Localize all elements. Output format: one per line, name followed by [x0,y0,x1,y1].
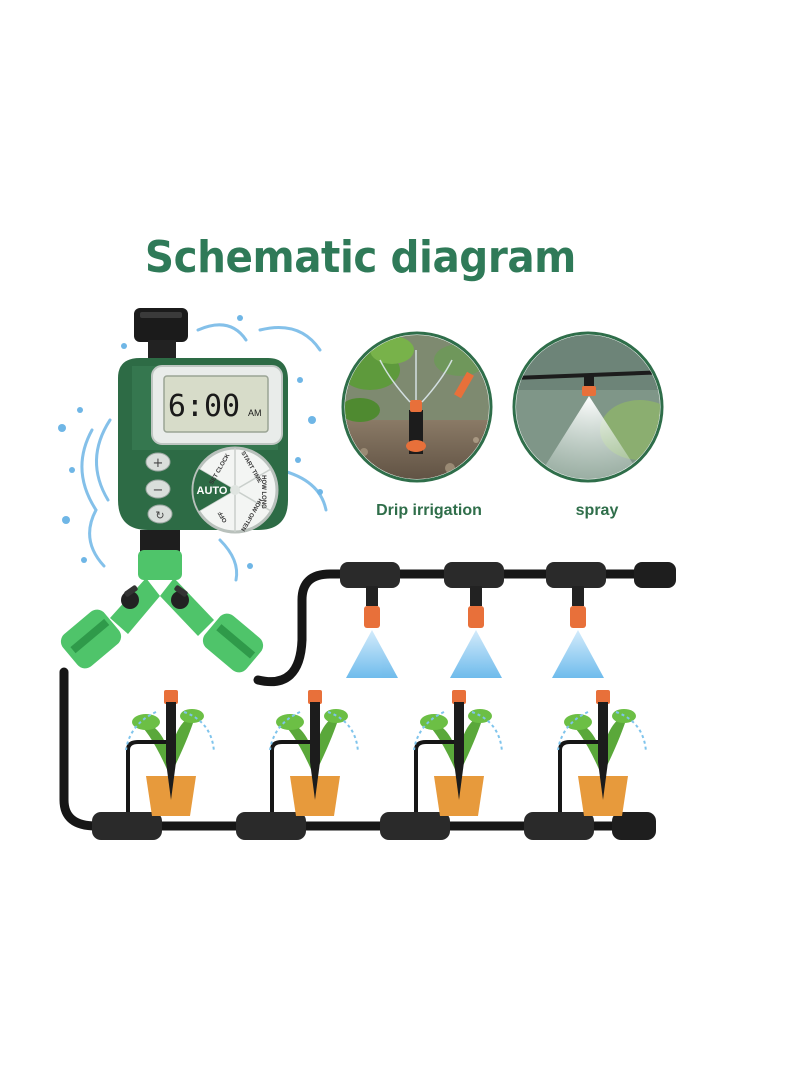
plant-station-1 [125,690,215,816]
diagram-title: Schematic diagram [144,232,576,283]
dial-off-label: OFF [217,510,228,524]
plant-station-3 [413,690,503,816]
timer-time-display: 6:00 [168,389,240,424]
spray-label: spray [575,502,619,519]
garden-timer [118,308,288,530]
minus-icon: − [153,483,164,498]
drip-irrigation-photo [341,331,493,483]
timer-ampm-display: AM [248,408,262,418]
y-splitter [60,530,264,673]
timer-plus-button[interactable] [145,452,171,472]
plant-stations [125,690,647,816]
spray-photo [512,331,664,483]
plant-station-2 [269,690,359,816]
spray-line-fittings [340,562,676,628]
plus-icon: + [153,456,164,471]
drip-irrigation-label: Drip irrigation [376,502,482,519]
reset-icon: ↻ [155,509,164,522]
drip-line-fittings [92,812,656,840]
timer-reset-button[interactable] [147,504,173,524]
dial-how-long-label: HOW LONG [260,475,266,509]
timer-minus-button[interactable] [145,479,171,499]
timer-dial[interactable] [191,446,279,534]
water-droplets [58,315,323,569]
timer-buttons [145,452,173,524]
dial-auto-label: AUTO [197,485,228,497]
spray-mist [346,630,604,678]
plant-station-4 [557,690,647,816]
